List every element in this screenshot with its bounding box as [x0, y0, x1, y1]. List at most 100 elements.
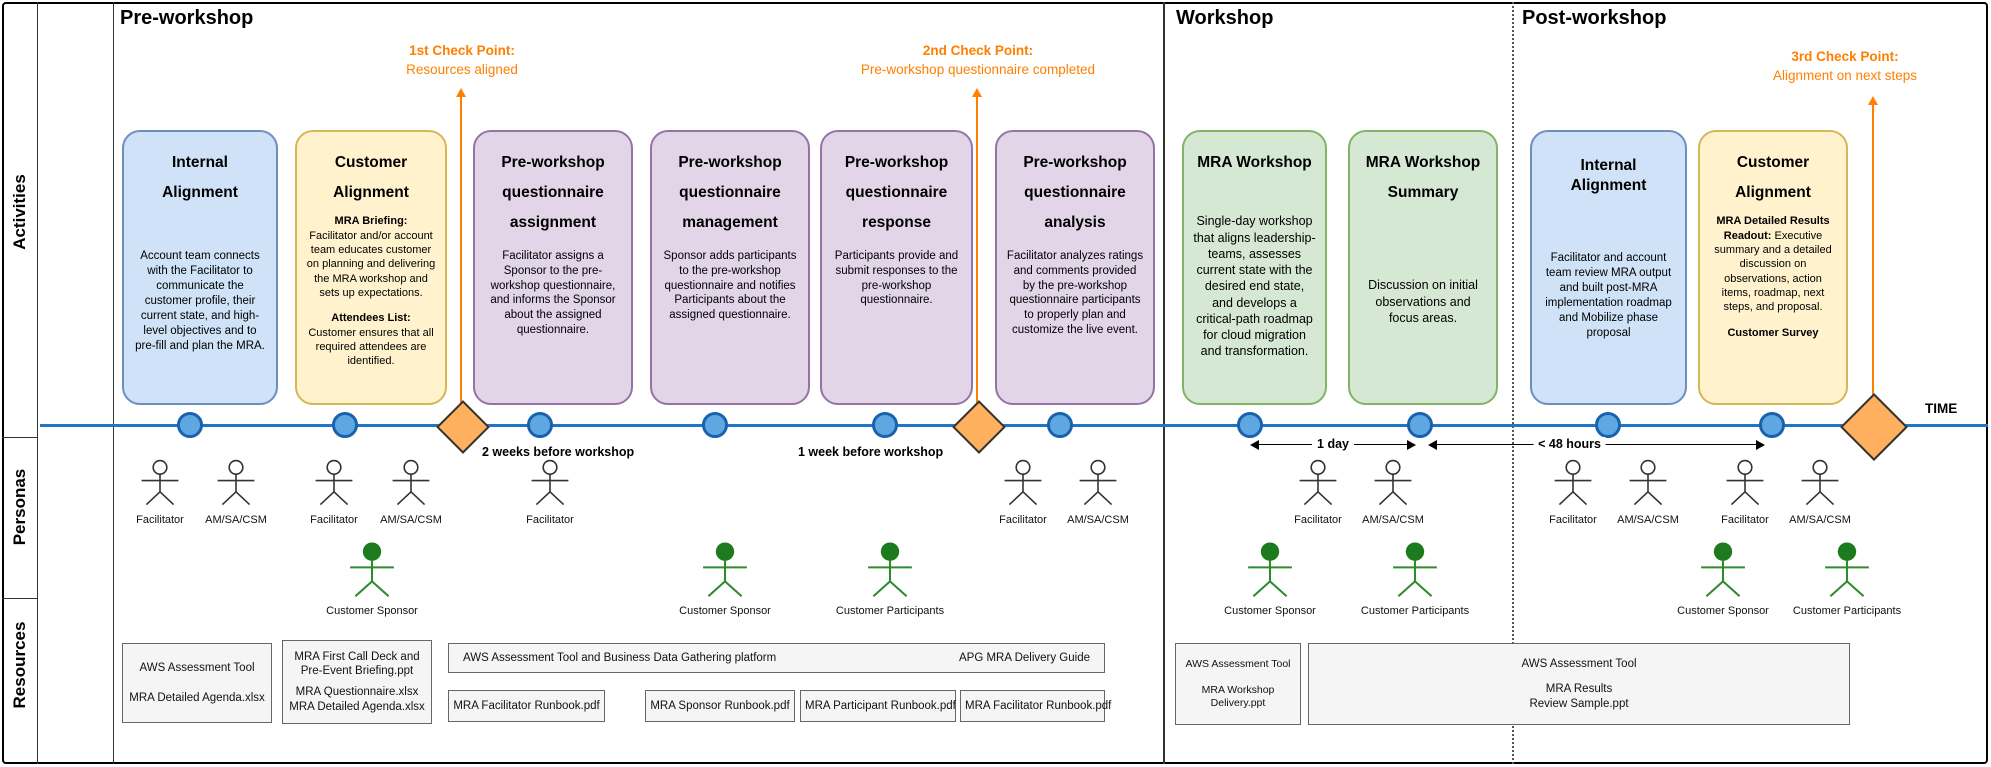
- person-icon: [1700, 541, 1746, 598]
- lane-label-personas: Personas: [10, 468, 29, 546]
- arrow-up-icon: [972, 88, 982, 97]
- arrow-up-icon: [1868, 96, 1878, 105]
- time-label: TIME: [1925, 401, 1958, 416]
- persona-customer-participants: Customer Participants: [825, 541, 955, 617]
- lane-divider-activities-personas: [2, 437, 38, 438]
- persona-am-sa-csm: AM/SA/CSM: [1338, 458, 1448, 526]
- persona-facilitator: Facilitator: [968, 458, 1078, 526]
- person-icon: [1392, 541, 1438, 598]
- persona-customer-participants: Customer Participants: [1782, 541, 1912, 617]
- timeline-note-2-weeks: 2 weeks before workshop: [482, 445, 635, 459]
- lane-label-activities: Activities: [10, 174, 29, 250]
- persona-facilitator: Facilitator: [1263, 458, 1373, 526]
- persona-customer-sponsor: Customer Sponsor: [307, 541, 437, 617]
- activity-body: Participants provide and submit response…: [834, 249, 959, 307]
- checkpoint-2-label: 2nd Check Point: Pre-workshop questionna…: [860, 43, 1096, 77]
- duration-arrow-1-day: 1 day: [1250, 437, 1416, 453]
- person-icon: [867, 541, 913, 598]
- person-icon: [702, 541, 748, 598]
- person-icon: [1824, 541, 1870, 598]
- content-left-divider: [113, 2, 114, 764]
- timeline-milestone: [1595, 412, 1621, 438]
- person-icon: [1247, 541, 1293, 598]
- arrow-left-icon: [1250, 440, 1259, 450]
- timeline-milestone: [1047, 412, 1073, 438]
- timeline: [40, 424, 1988, 427]
- duration-arrow-48-hours: < 48 hours: [1428, 437, 1765, 453]
- persona-customer-participants: Customer Participants: [1350, 541, 1480, 617]
- persona-customer-sponsor: Customer Sponsor: [1658, 541, 1788, 617]
- resource-box-workshop: AWS Assessment Tool MRA Workshop Deliver…: [1175, 643, 1301, 725]
- person-icon: [1003, 459, 1043, 506]
- resource-box-post-workshop: AWS Assessment Tool MRA Results Review S…: [1308, 643, 1850, 725]
- person-icon: [1725, 459, 1765, 506]
- persona-customer-sponsor: Customer Sponsor: [660, 541, 790, 617]
- timeline-milestone: [332, 412, 358, 438]
- resource-runbook-participant: MRA Participant Runbook.pdf: [800, 690, 956, 722]
- persona-customer-sponsor: Customer Sponsor: [1205, 541, 1335, 617]
- persona-am-sa-csm: AM/SA/CSM: [356, 458, 466, 526]
- person-icon: [216, 459, 256, 506]
- persona-facilitator: Facilitator: [105, 458, 215, 526]
- arrow-right-icon: [1407, 440, 1416, 450]
- person-icon: [1078, 459, 1118, 506]
- checkpoint-1-arrow: [456, 88, 466, 404]
- timeline-milestone: [872, 412, 898, 438]
- checkpoint-3-label: 3rd Check Point: Alignment on next steps: [1772, 49, 1918, 83]
- timeline-milestone: [1407, 412, 1433, 438]
- persona-facilitator: Facilitator: [495, 458, 605, 526]
- person-icon: [1298, 459, 1338, 506]
- activity-body: Sponsor adds participants to the pre-wor…: [663, 249, 797, 322]
- persona-facilitator: Facilitator: [279, 458, 389, 526]
- activity-body: Single-day workshop that aligns leadersh…: [1193, 214, 1316, 359]
- activity-body: Facilitator and account team review MRA …: [1545, 251, 1672, 339]
- checkpoint-3-arrow: [1868, 96, 1878, 400]
- resource-bar-assessment-platform: AWS Assessment Tool and Business Data Ga…: [448, 643, 1105, 673]
- timeline-milestone: [527, 412, 553, 438]
- section-header-workshop: Workshop: [1176, 7, 1274, 29]
- section-header-post-workshop: Post-workshop: [1522, 7, 1667, 29]
- arrow-right-icon: [1756, 440, 1765, 450]
- persona-am-sa-csm: AM/SA/CSM: [1043, 458, 1153, 526]
- lane-label-resources: Resources: [10, 621, 29, 709]
- section-divider-post-workshop: [1512, 2, 1514, 764]
- lane-label-column-divider: [37, 2, 38, 764]
- activity-body: MRA Detailed Results Readout: Executive …: [1714, 215, 1832, 339]
- persona-facilitator: Facilitator: [1690, 458, 1800, 526]
- person-icon: [1373, 459, 1413, 506]
- timeline-milestone: [702, 412, 728, 438]
- resource-runbook-facilitator: MRA Facilitator Runbook.pdf: [448, 690, 605, 722]
- resource-box-internal-alignment: AWS Assessment Tool MRA Detailed Agenda.…: [122, 643, 272, 723]
- activity-title: MRA Workshop: [1197, 154, 1312, 171]
- person-icon: [530, 459, 570, 506]
- persona-am-sa-csm: AM/SA/CSM: [181, 458, 291, 526]
- persona-facilitator: Facilitator: [1518, 458, 1628, 526]
- arrow-up-icon: [456, 88, 466, 97]
- checkpoint-2-arrow: [972, 88, 982, 404]
- checkpoint-1-label: 1st Check Point: Resources aligned: [406, 43, 518, 77]
- person-icon: [140, 459, 180, 506]
- lane-divider-personas-resources: [2, 598, 38, 599]
- section-header-pre-workshop: Pre-workshop: [120, 7, 254, 29]
- timeline-milestone: [1237, 412, 1263, 438]
- person-icon: [1628, 459, 1668, 506]
- person-icon: [1553, 459, 1593, 506]
- activity-mra-workshop: MRA Workshop Single-day workshop that al…: [1182, 130, 1327, 405]
